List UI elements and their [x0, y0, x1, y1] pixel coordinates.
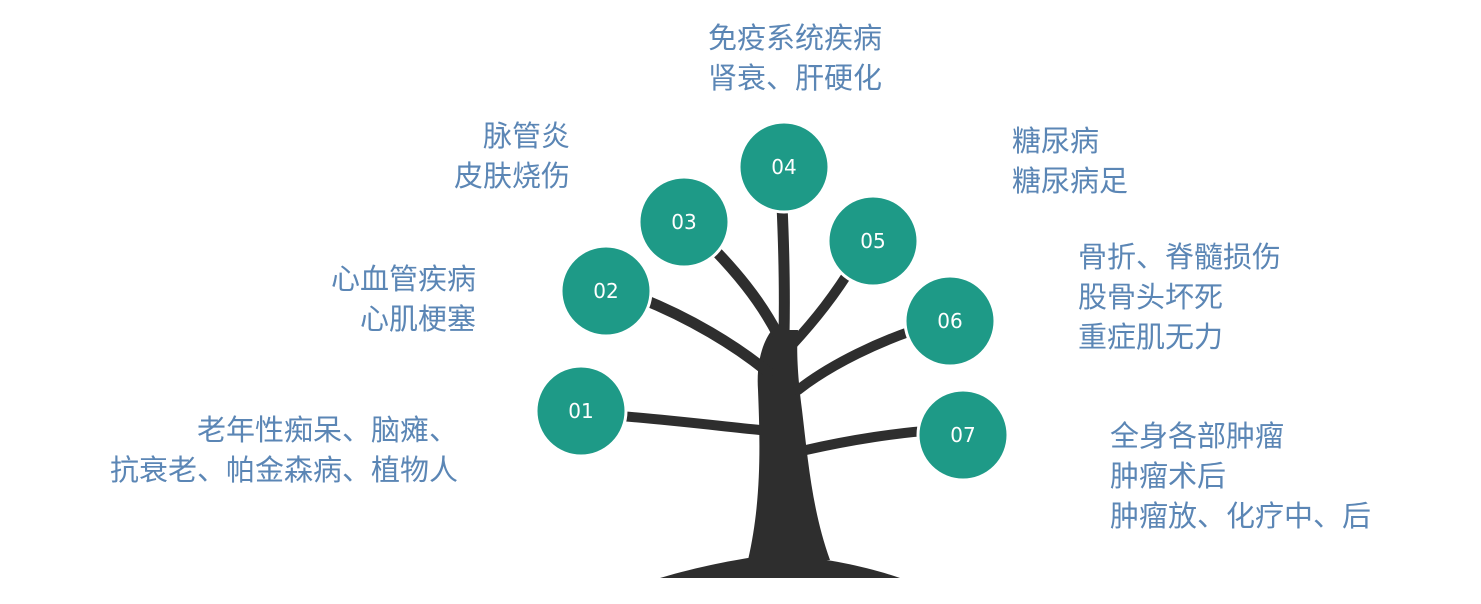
node-07: 07	[916, 388, 1010, 482]
node-04: 04	[737, 120, 831, 214]
label-node-04-line-1: 免疫系统疾病	[707, 21, 882, 55]
label-node-06-line-2: 股骨头坏死	[1078, 280, 1224, 314]
tree-base	[660, 556, 900, 578]
label-node-01-line-2: 抗衰老、帕金森病、植物人	[109, 453, 458, 487]
node-07-label: 07	[950, 423, 975, 447]
label-node-04-line-2: 肾衰、肝硬化	[707, 61, 882, 95]
label-node-02-line-1: 心血管疾病	[330, 262, 476, 296]
label-node-02-line-2: 心肌梗塞	[359, 302, 476, 336]
node-05: 05	[826, 194, 920, 288]
node-05-label: 05	[860, 229, 885, 253]
node-01-label: 01	[568, 399, 593, 423]
node-06: 06	[903, 274, 997, 368]
label-node-07-line-2: 肿瘤术后	[1110, 459, 1227, 493]
label-node-07: 全身各部肿瘤 肿瘤术后 肿瘤放、化疗中、后	[1110, 416, 1430, 536]
label-node-01: 老年性痴呆、脑瘫、 抗衰老、帕金森病、植物人	[40, 410, 458, 490]
node-06-label: 06	[937, 309, 962, 333]
label-node-06-line-1: 骨折、脊髓损伤	[1078, 240, 1282, 274]
label-node-07-line-1: 全身各部肿瘤	[1110, 419, 1285, 453]
node-03-label: 03	[671, 210, 696, 234]
label-node-07-line-3: 肿瘤放、化疗中、后	[1110, 499, 1372, 533]
label-node-01-line-1: 老年性痴呆、脑瘫、	[196, 413, 458, 447]
branch-01	[615, 411, 765, 435]
branch-04	[776, 199, 790, 341]
node-04-label: 04	[771, 155, 796, 179]
label-node-02: 心血管疾病 心肌梗塞	[280, 259, 476, 339]
label-node-05-line-1: 糖尿病	[1012, 124, 1100, 158]
label-node-06: 骨折、脊髓损伤 股骨头坏死 重症肌无力	[1078, 237, 1338, 357]
branch-02	[634, 292, 774, 378]
node-02: 02	[559, 244, 653, 338]
tree-trunk	[748, 330, 830, 560]
label-node-03-line-2: 皮肤烧伤	[453, 159, 570, 193]
label-node-05: 糖尿病 糖尿病足	[1012, 121, 1212, 201]
label-node-04: 免疫系统疾病 肾衰、肝硬化	[690, 18, 900, 98]
label-node-03: 脉管炎 皮肤烧伤	[400, 116, 570, 196]
node-01: 01	[534, 364, 628, 458]
label-node-06-line-3: 重症肌无力	[1078, 320, 1224, 354]
node-02-label: 02	[593, 279, 618, 303]
node-03: 03	[637, 175, 731, 269]
label-node-05-line-2: 糖尿病足	[1012, 164, 1129, 198]
label-node-03-line-1: 脉管炎	[482, 119, 570, 153]
